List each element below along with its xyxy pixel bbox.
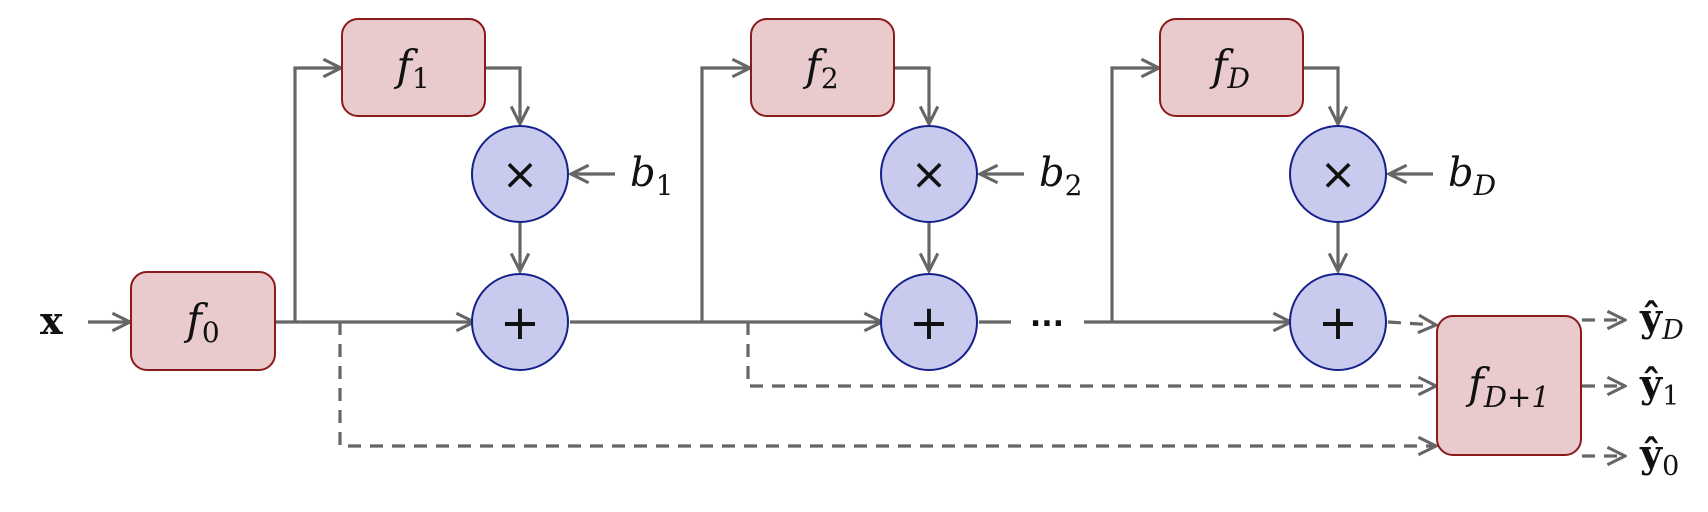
svg-text:ŷD: ŷD (1639, 295, 1684, 346)
labels: x b1 b2 bD ... ŷD ŷ1 ŷ0 (40, 150, 1684, 482)
output-y0-label: ŷ (1639, 431, 1663, 476)
arrow-branch-to-fD (1110, 68, 1159, 322)
output-y1-subscript: 1 (1662, 381, 1679, 412)
node-f1: f1 (341, 18, 486, 117)
arrow-f1-to-mult1 (484, 66, 520, 124)
node-mult1: × (471, 125, 569, 223)
connections (88, 68, 1625, 456)
node-mult2: × (880, 125, 978, 223)
node-f2: f2 (750, 18, 895, 117)
node-multD: × (1289, 125, 1387, 223)
arrow-addD-to-final (1387, 322, 1436, 325)
arrow-branch-to-f1 (293, 68, 341, 322)
node-add2: + (880, 273, 978, 371)
bD-label: b (1448, 150, 1474, 196)
output-y1-label: ŷ (1639, 361, 1663, 406)
add-operator: + (1318, 295, 1358, 351)
ellipsis: ... (1030, 299, 1064, 334)
f0-subscript: 0 (202, 316, 220, 349)
input-label: x (40, 298, 63, 343)
fD-subscript: D (1227, 62, 1250, 95)
svg-text:fD+1: fD+1 (1465, 359, 1550, 414)
multiply-operator: × (502, 149, 539, 200)
svg-text:ŷ0: ŷ0 (1639, 431, 1679, 482)
node-add1: + (471, 273, 569, 371)
final-subscript: D+1 (1483, 380, 1550, 414)
output-yD-label: ŷ (1639, 295, 1663, 340)
multiply-operator: × (1320, 149, 1357, 200)
svg-text:f0: f0 (183, 295, 219, 349)
add-operator: + (909, 295, 949, 351)
multiply-operator: × (911, 149, 948, 200)
nodes: f0 f1 f2 fD × (130, 18, 1582, 456)
arrow-fD-to-multD (1302, 66, 1338, 124)
b1-subscript: 1 (656, 169, 674, 202)
add-operator: + (500, 295, 540, 351)
f1-subscript: 1 (412, 62, 430, 95)
arrow-branch-to-f2 (700, 68, 750, 322)
f2-subscript: 2 (821, 62, 839, 95)
output-yD-subscript: D (1661, 315, 1684, 346)
svg-text:b1: b1 (630, 150, 673, 202)
svg-text:b2: b2 (1039, 150, 1082, 202)
node-final: fD+1 (1436, 315, 1582, 456)
b2-label: b (1039, 150, 1065, 196)
b2-subscript: 2 (1065, 169, 1083, 202)
output-y0-subscript: 0 (1662, 451, 1679, 482)
svg-text:bD: bD (1448, 150, 1496, 202)
arrow-f2-to-mult2 (893, 66, 929, 124)
svg-text:ŷ1: ŷ1 (1639, 361, 1679, 412)
b1-label: b (630, 150, 656, 196)
node-fD: fD (1159, 18, 1304, 117)
node-f0: f0 (130, 271, 276, 371)
bD-subscript: D (1473, 169, 1496, 202)
node-addD: + (1289, 273, 1387, 371)
